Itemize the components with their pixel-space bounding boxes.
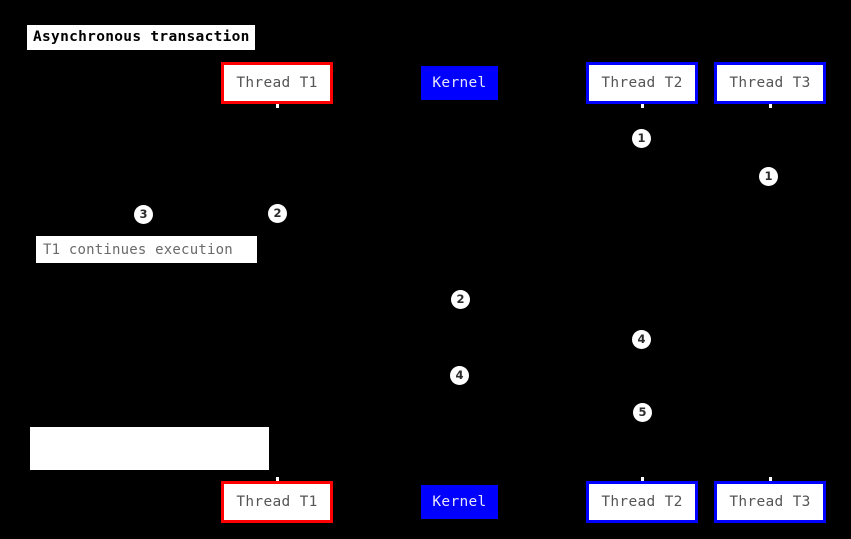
lifeline-foot-kernel[interactable]: Kernel (421, 485, 498, 519)
lifeline-stub (276, 104, 279, 108)
step-badge: 5 (633, 403, 652, 422)
lifeline-stub (769, 477, 772, 481)
lifeline-stub (641, 477, 644, 481)
step-badge: 2 (451, 290, 470, 309)
lifeline-stub (276, 477, 279, 481)
lifeline-stub (769, 104, 772, 108)
lifeline-head-kernel[interactable]: Kernel (421, 66, 498, 100)
step-badge: 4 (450, 366, 469, 385)
note-box-empty (30, 427, 269, 470)
step-badge: 2 (268, 204, 287, 223)
lifeline-foot-thread-t3[interactable]: Thread T3 (714, 481, 826, 523)
lifeline-foot-thread-t1[interactable]: Thread T1 (221, 481, 333, 523)
lifeline-head-thread-t3[interactable]: Thread T3 (714, 62, 826, 104)
lifeline-head-thread-t2[interactable]: Thread T2 (586, 62, 698, 104)
note-box: T1 continues execution (36, 236, 257, 263)
step-badge: 3 (134, 205, 153, 224)
step-badge: 4 (632, 330, 651, 349)
step-badge: 1 (759, 167, 778, 186)
lifeline-foot-thread-t2[interactable]: Thread T2 (586, 481, 698, 523)
lifeline-head-thread-t1[interactable]: Thread T1 (221, 62, 333, 104)
step-badge: 1 (632, 129, 651, 148)
diagram-title: Asynchronous transaction (27, 25, 255, 50)
lifeline-stub (641, 104, 644, 108)
